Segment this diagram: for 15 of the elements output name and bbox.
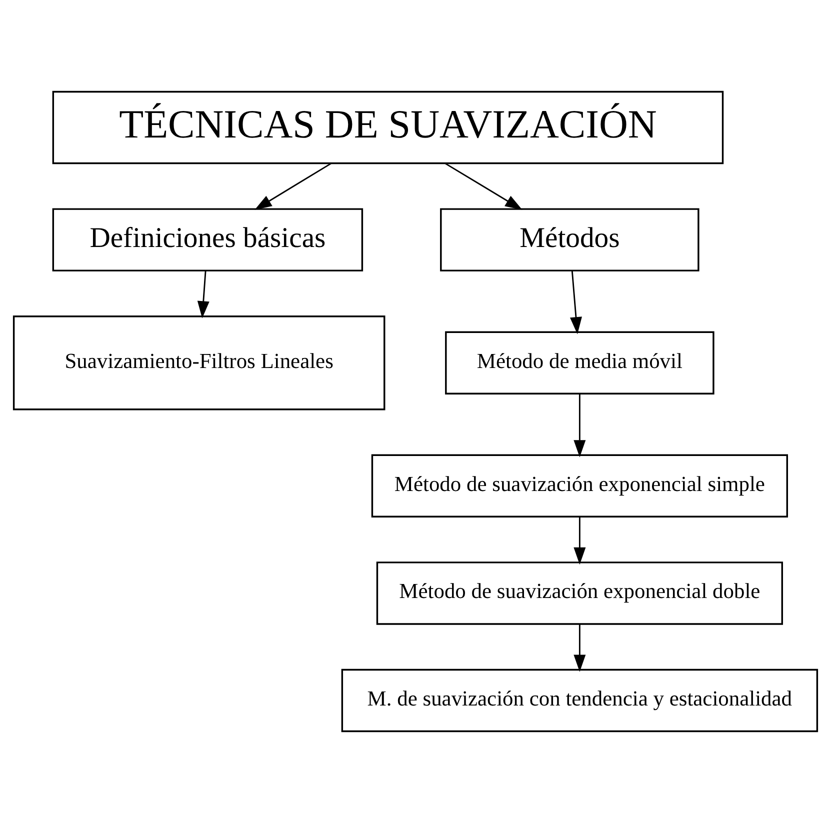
arrow <box>197 270 210 318</box>
node-box: Métodos <box>440 208 700 272</box>
node-box: Método de suavización exponencial simple <box>371 454 788 518</box>
node-box: TÉCNICAS DE SUAVIZACIÓN <box>52 90 724 164</box>
arrow <box>445 162 522 210</box>
arrow <box>574 516 586 565</box>
arrow <box>570 270 582 334</box>
arrow <box>574 624 586 672</box>
node-box: M. de suavización con tendencia y estacionalidad <box>341 668 818 732</box>
arrow <box>574 394 586 458</box>
node-box: Método de suavización exponencial doble <box>376 562 783 625</box>
node-box: Definiciones básicas <box>52 208 364 272</box>
node-box: Método de media móvil <box>445 331 714 394</box>
arrow <box>254 162 332 210</box>
node-box: Suavizamiento-Filtros Lineales <box>12 316 386 410</box>
